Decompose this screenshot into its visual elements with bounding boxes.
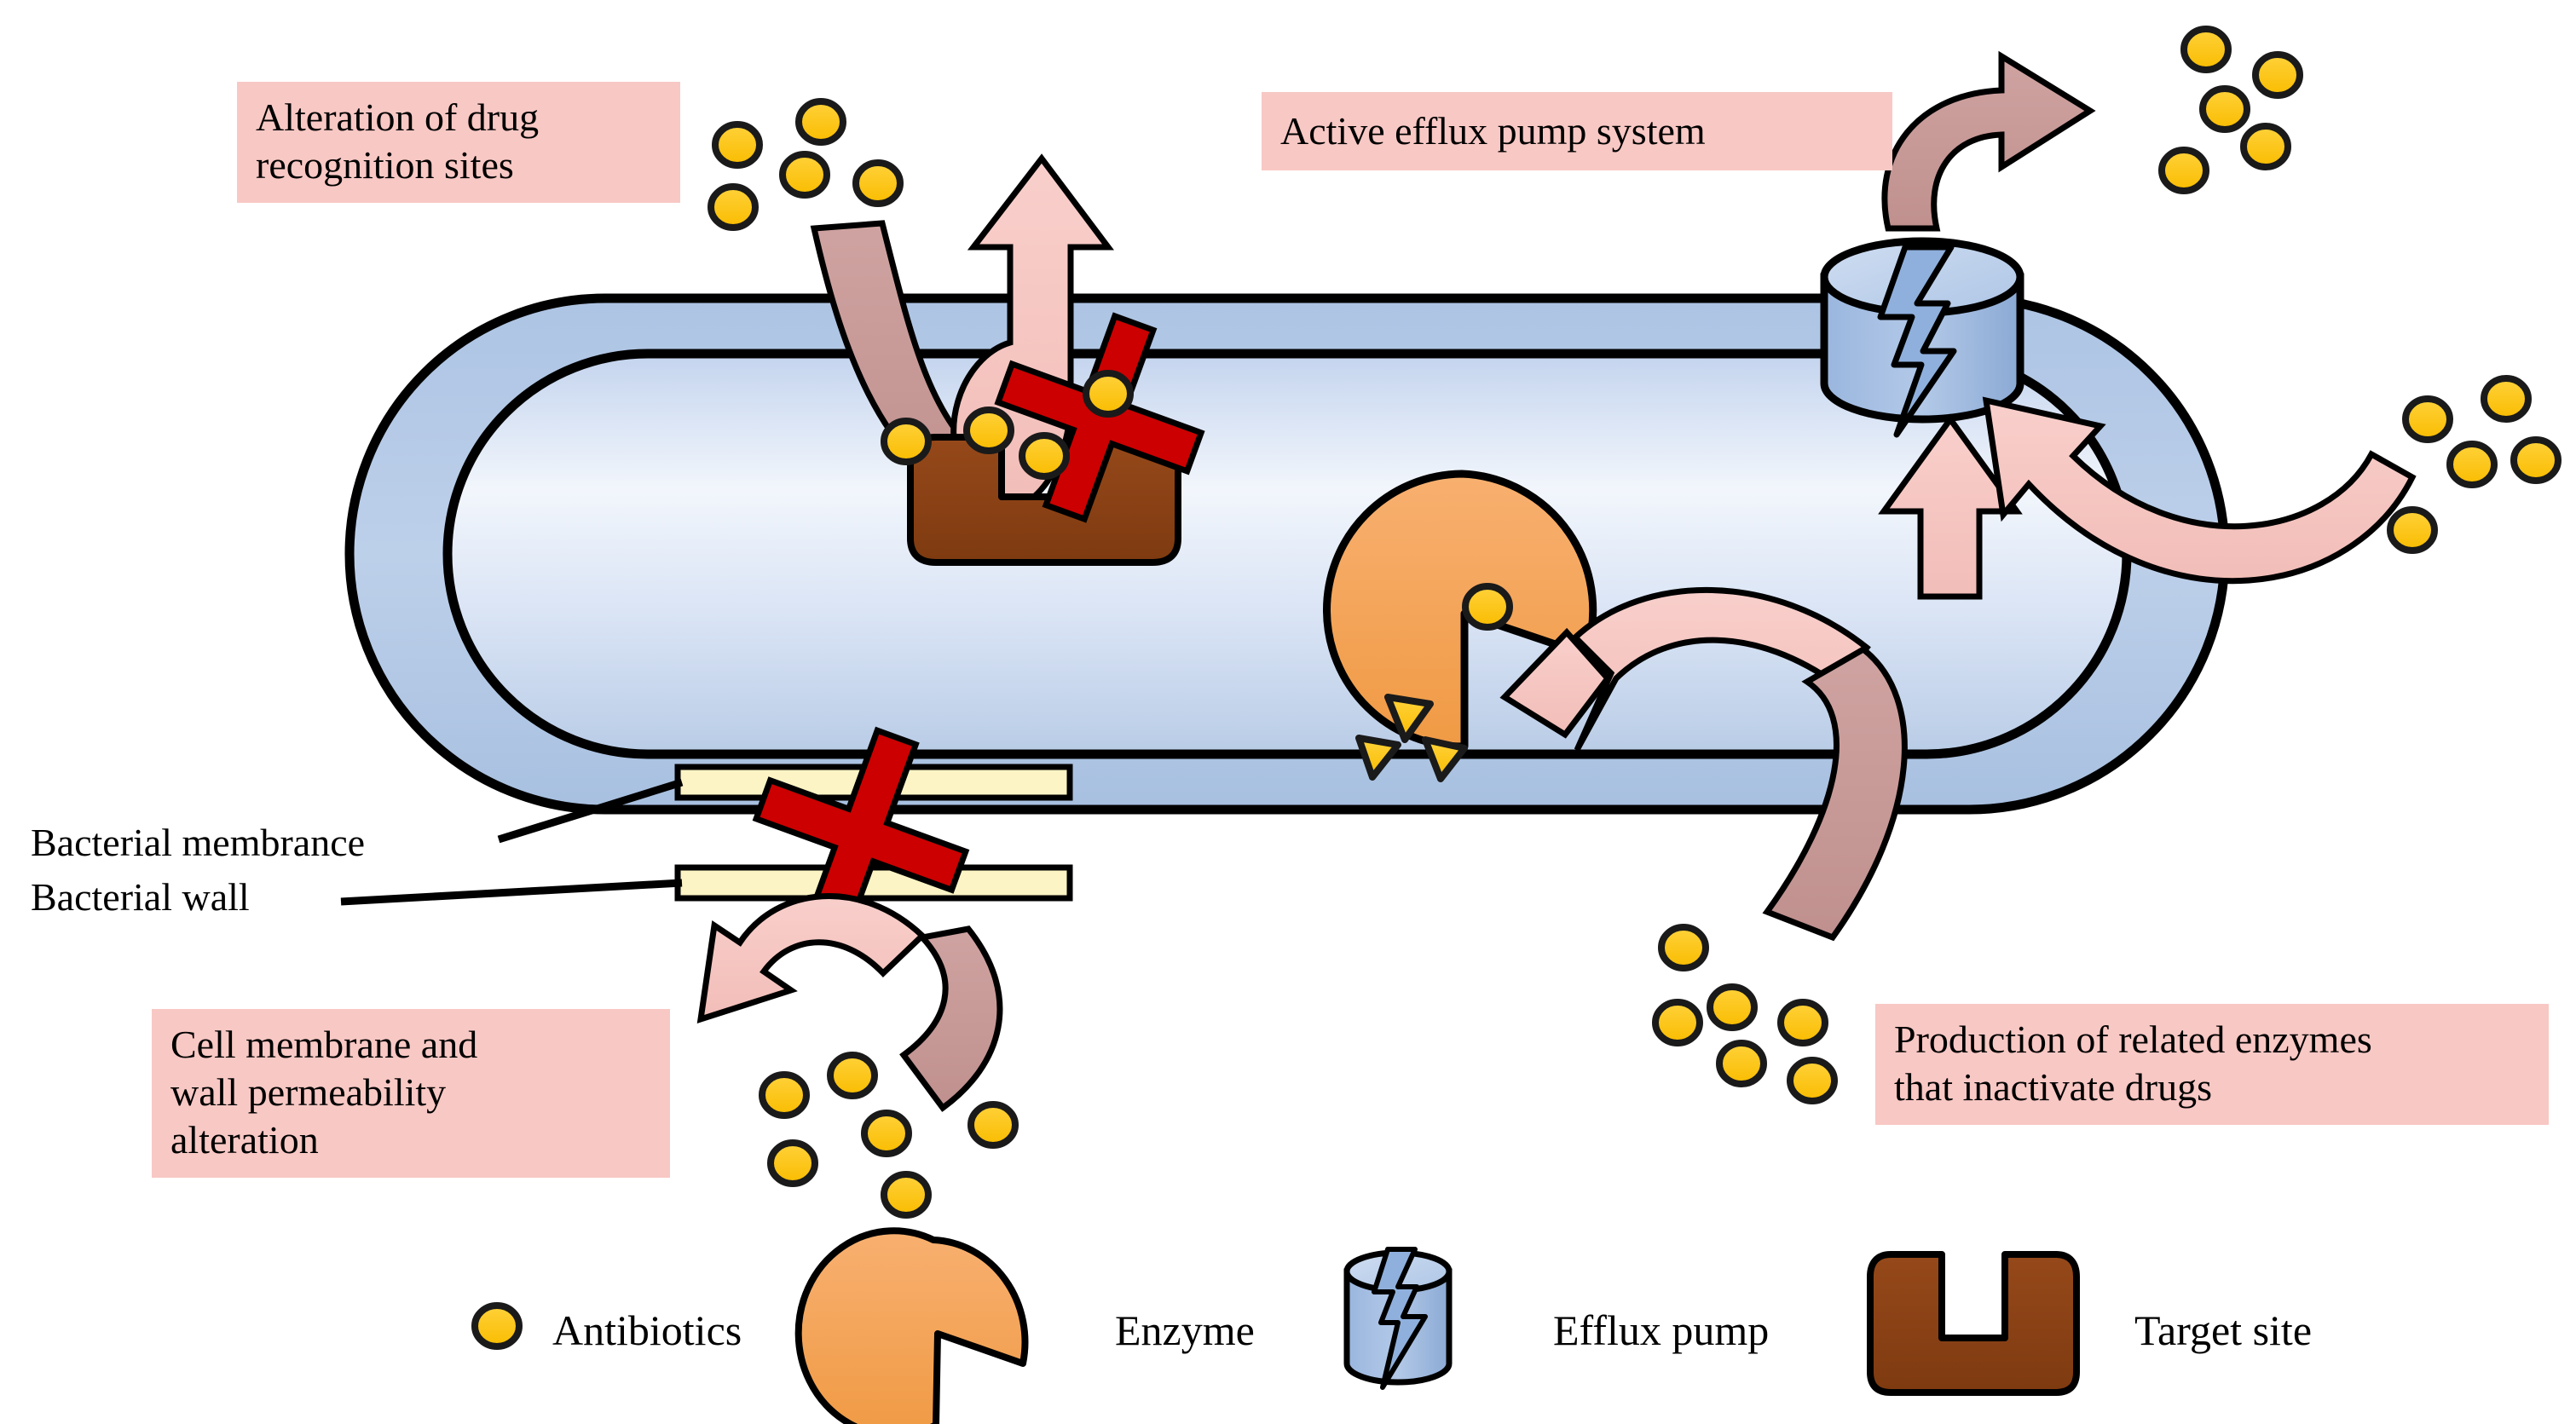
legend-yellow-circle-icon [471, 1302, 523, 1350]
antibiotic-dots-bottom-right-exterior [1652, 924, 1838, 1104]
callout-cell-membrane-and-wall-permeability-alteration: Cell membrane and wall permeability alte… [152, 1009, 670, 1179]
efflux-pump [1820, 237, 2024, 438]
antibiotic-dots-bottom-left-exterior [759, 1052, 1019, 1219]
cytoplasm [442, 349, 2132, 759]
antibiotic-dots-right-exterior [2387, 375, 2562, 554]
legend-label-enzyme: Enzyme [1115, 1306, 1255, 1354]
lightning-bolt-icon [1877, 244, 1957, 438]
callout-active-efflux-pump-system: Active efflux pump system [1262, 92, 1892, 171]
legend-label-antibiotics: Antibiotics [552, 1306, 742, 1354]
legend-label-target-site: Target site [2134, 1306, 2313, 1354]
label-bacterial-membrane: Bacterial membrance [31, 821, 366, 864]
pump-outbound-arrow [1881, 50, 2096, 232]
leader-lines [340, 778, 684, 906]
label-bacterial-wall: Bacterial wall [31, 875, 250, 919]
callout-production-of-related-enzymes: Production of related enzymes that inact… [1875, 1004, 2549, 1126]
antibiotic-dots-top-right-exterior [2158, 26, 2303, 194]
permeability-block-arrow [696, 893, 1003, 1112]
antibiotic-dots-top-left-exterior [708, 98, 904, 231]
bacterial-cell [344, 293, 2230, 815]
legend-pacman-enzyme-icon [794, 1227, 1029, 1424]
antibiotic-dots-near-target [881, 370, 1134, 480]
enzyme-feed-arrow [1499, 586, 1871, 752]
degraded-antibiotic-fragments [1355, 694, 1468, 782]
legend-icons [471, 1227, 2080, 1424]
legend-brown-u-target-icon [1867, 1251, 2080, 1396]
callout-alteration-of-drug-recognition-sites: Alteration of drug recognition sites [237, 82, 680, 204]
legend-label-efflux-pump: Efflux pump [1553, 1306, 1770, 1354]
enzyme-efflux-tail-arrow [1762, 645, 1908, 942]
drug-influx-arrow-right [1982, 396, 2417, 585]
antibiotic-in-enzyme [1462, 583, 1513, 631]
pump-inbound-arrow [1878, 414, 2023, 600]
legend-blue-cylinder-bolt-icon [1343, 1247, 1453, 1390]
